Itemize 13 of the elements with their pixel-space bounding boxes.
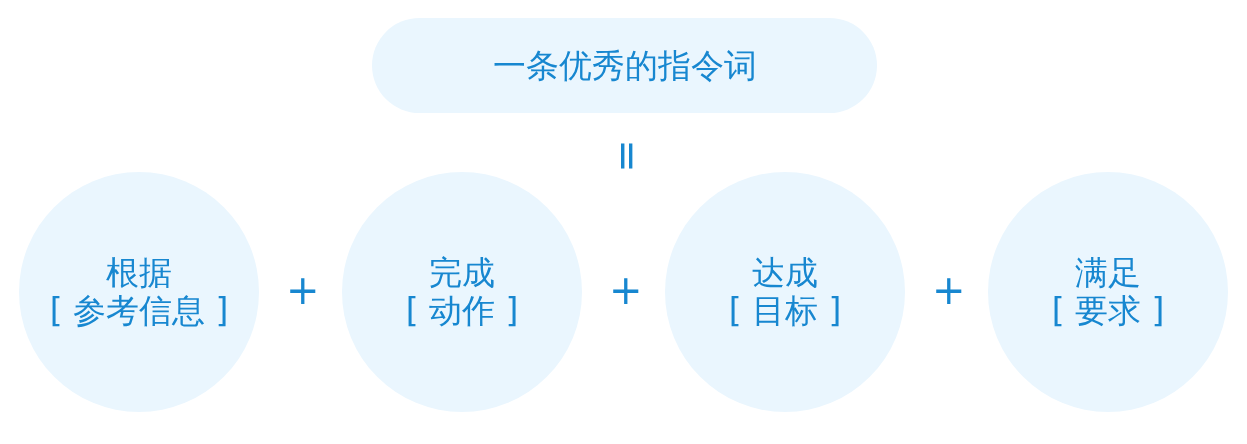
node-subtitle: [ 要求 ]: [1051, 292, 1165, 330]
plus-sign: +: [609, 270, 643, 310]
node-title: 达成: [752, 254, 818, 292]
node-subtitle: [ 参考信息 ]: [49, 292, 229, 330]
node-subtitle: [ 目标 ]: [728, 292, 842, 330]
node-title: 满足: [1075, 254, 1141, 292]
node-subtitle: [ 动作 ]: [405, 292, 519, 330]
plus-sign: +: [286, 270, 320, 310]
node-title: 一条优秀的指令词: [492, 46, 757, 85]
node-title: 根据: [106, 254, 172, 292]
plus-sign: +: [932, 270, 966, 310]
node-title: 完成: [429, 254, 495, 292]
equals-sign: =: [607, 139, 648, 173]
